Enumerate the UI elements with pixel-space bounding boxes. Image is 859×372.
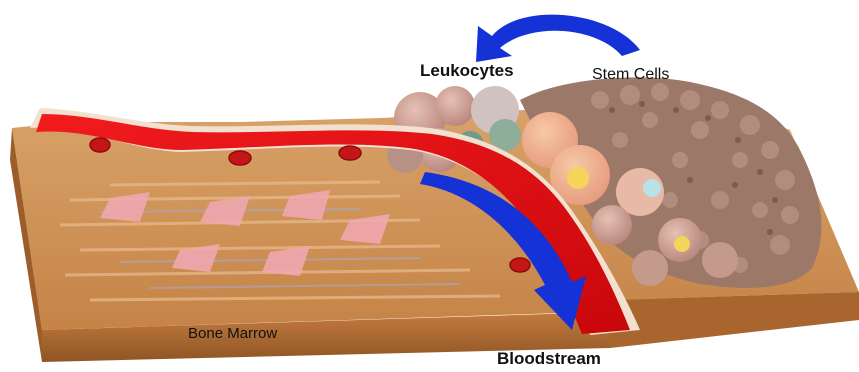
red-blood-cell bbox=[229, 151, 251, 165]
red-blood-cell bbox=[510, 258, 530, 272]
cell-nucleus bbox=[643, 179, 661, 197]
bloodstream-label: Bloodstream bbox=[497, 349, 601, 368]
leukocytes-label: Leukocytes bbox=[420, 61, 514, 80]
cell-nucleus bbox=[567, 167, 589, 189]
red-blood-cell bbox=[339, 146, 361, 160]
slab-right-face bbox=[610, 292, 859, 348]
cell bbox=[632, 250, 668, 286]
cell-nucleus bbox=[674, 236, 690, 252]
cell bbox=[592, 205, 632, 245]
cell bbox=[702, 242, 738, 278]
top-arrow-icon bbox=[476, 15, 640, 62]
bone-marrow-label: Bone Marrow bbox=[188, 325, 277, 342]
cell bbox=[435, 86, 475, 126]
stem-cells-label: Stem Cells bbox=[592, 66, 669, 83]
red-blood-cell bbox=[90, 138, 110, 152]
